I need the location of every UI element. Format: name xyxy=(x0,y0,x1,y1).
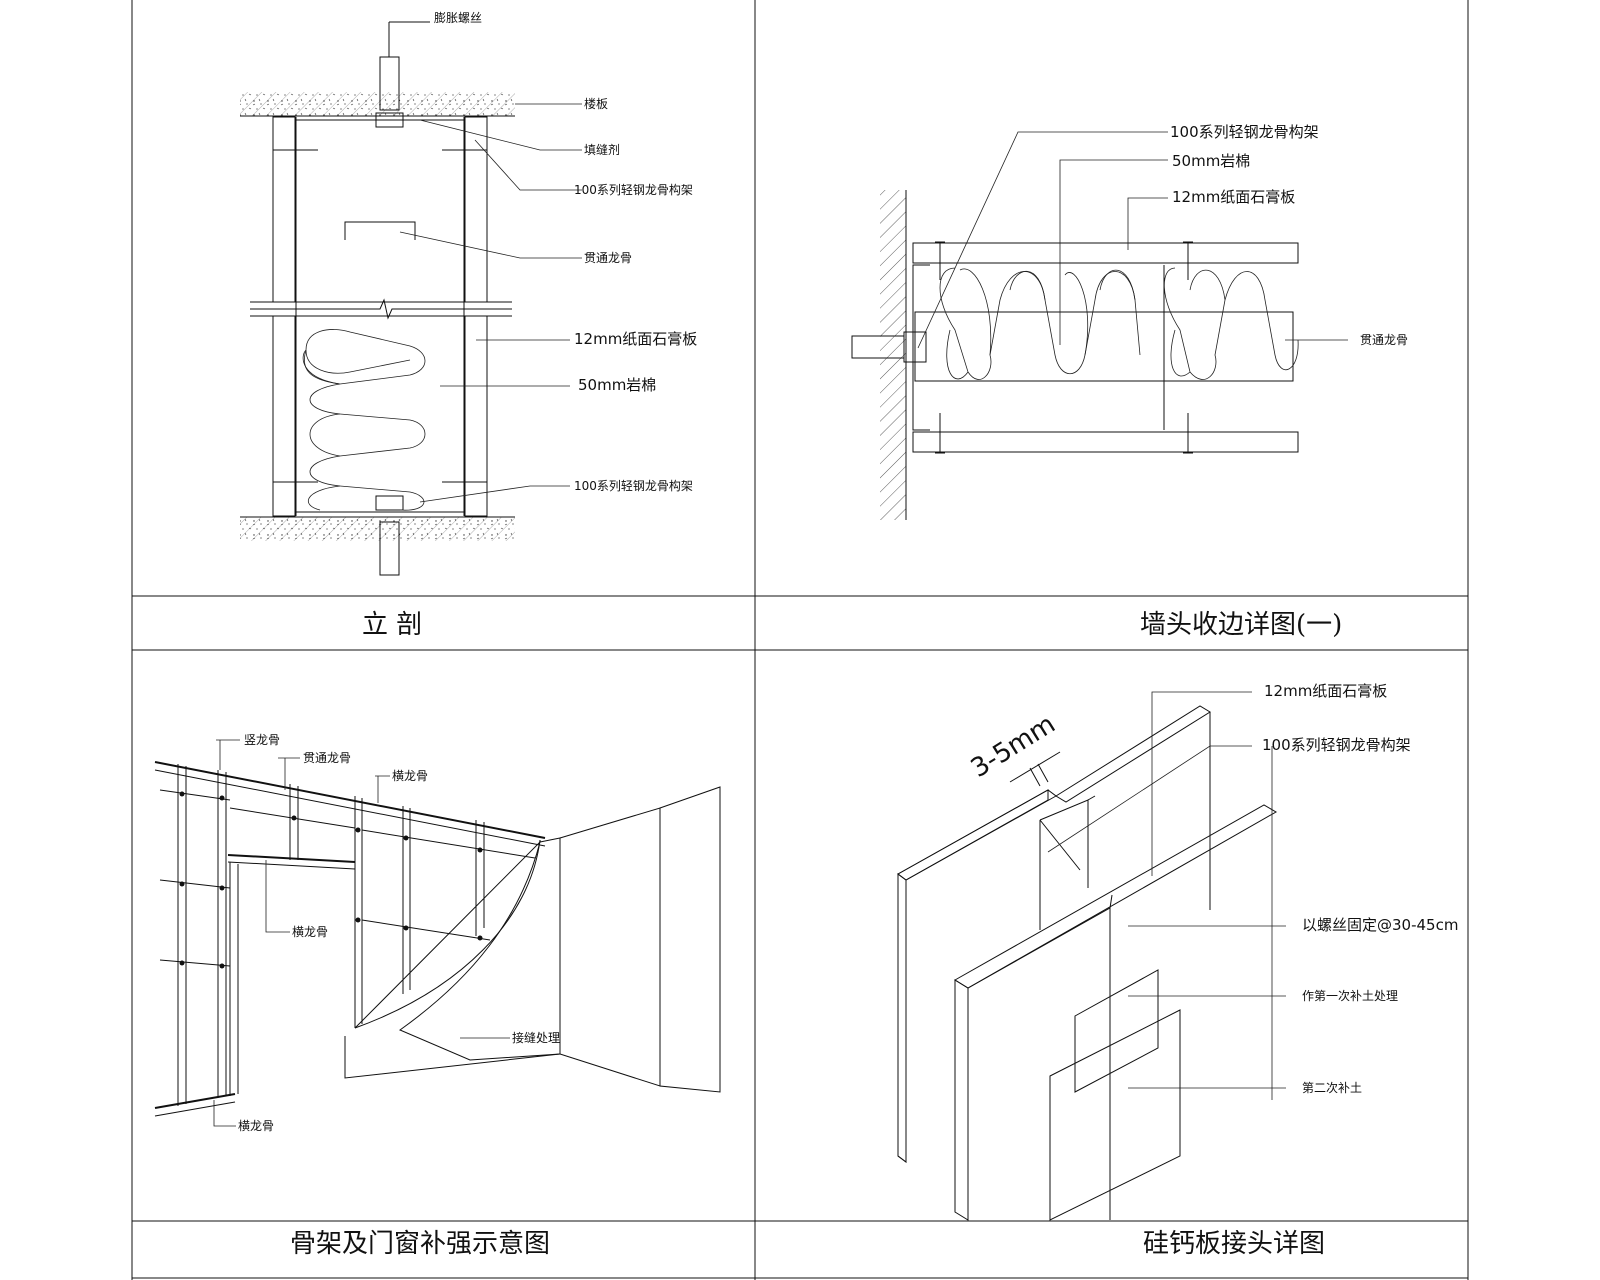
expansion-bolt-bottom xyxy=(379,521,400,576)
second-putty-patch xyxy=(1049,1009,1181,1221)
label-gypsum-2: 12mm纸面石膏板 xyxy=(1172,188,1295,206)
title-wall-end: 墙头收边详图(一) xyxy=(1140,610,1342,640)
joint-drawing: 3-5mm 12mm纸面石膏板 100系列轻钢龙骨构架 以螺丝固定@30-45c… xyxy=(897,682,1458,1221)
label-frame: 100系列轻钢龙骨构架 xyxy=(1170,123,1319,141)
vertical-studs xyxy=(177,764,485,1106)
title-frame-opening: 骨架及门窗补强示意图 xyxy=(290,1229,550,1259)
through-stud-bar xyxy=(914,311,1294,382)
top-track xyxy=(154,761,546,839)
rockwool-loops xyxy=(302,329,426,511)
upper-board-edge xyxy=(1055,705,1211,803)
joint-leaders xyxy=(1047,691,1286,1100)
label-horizontal-stud-mid: 横龙骨 xyxy=(292,925,328,939)
label-first-putty: 作第一次补土处理 xyxy=(1302,989,1398,1003)
section-drawing: 膨胀螺丝 楼板 填缝剂 100系列轻钢龙骨构架 贯通龙骨 12mm纸面石膏板 5… xyxy=(240,11,697,576)
label-horizontal-stud-bottom: 横龙骨 xyxy=(238,1119,274,1133)
label-gypsum: 12mm纸面石膏板 xyxy=(574,330,697,348)
gypsum-board-bottom xyxy=(912,431,1299,453)
board-front xyxy=(354,837,561,1061)
label-screws: 以螺丝固定@30-45cm xyxy=(1302,916,1458,934)
label-through-stud-2: 贯通龙骨 xyxy=(1360,333,1408,347)
label-frame-bottom: 100系列轻钢龙骨构架 xyxy=(574,478,693,493)
label-frame-top: 100系列轻钢龙骨构架 xyxy=(574,182,693,197)
wall-end-drawing: 100系列轻钢龙骨构架 50mm岩棉 12mm纸面石膏板 贯通龙骨 xyxy=(851,123,1408,520)
label-gypsum-3: 12mm纸面石膏板 xyxy=(1264,682,1387,700)
front-board-edge xyxy=(954,804,1277,989)
label-joint-treatment: 接缝处理 xyxy=(512,1030,560,1045)
wall-end-leaders xyxy=(917,131,1348,349)
title-section: 立 剖 xyxy=(362,610,422,640)
left-board-edge xyxy=(897,789,1057,881)
concrete-wall xyxy=(880,190,906,520)
label-vertical-stud: 竖龙骨 xyxy=(244,733,280,747)
title-joint: 硅钙板接头详图 xyxy=(1143,1229,1325,1259)
label-through-stud-3: 贯通龙骨 xyxy=(303,751,351,765)
gypsum-board-top xyxy=(912,242,1299,264)
gypsum-right-lower xyxy=(464,315,488,517)
first-putty-patch xyxy=(1074,969,1159,1093)
label-second-putty: 第二次补土 xyxy=(1302,1081,1362,1095)
board-back xyxy=(559,807,661,1087)
frame-leaders xyxy=(213,739,510,1127)
label-floor-slab: 楼板 xyxy=(584,96,608,111)
label-frame-2: 100系列轻钢龙骨构架 xyxy=(1262,736,1411,754)
label-expansion-bolt: 膨胀螺丝 xyxy=(434,11,482,25)
label-rockwool-2: 50mm岩棉 xyxy=(1172,152,1250,170)
gypsum-left-lower xyxy=(272,315,296,517)
label-through-stud: 贯通龙骨 xyxy=(584,251,632,265)
label-rockwool: 50mm岩棉 xyxy=(578,376,656,394)
through-stud xyxy=(344,221,416,240)
gypsum-right-upper xyxy=(464,116,488,303)
gypsum-left-upper xyxy=(272,116,296,303)
label-filler: 填缝剂 xyxy=(584,142,620,157)
section-leaders xyxy=(399,103,582,503)
rockwool-loops-horizontal xyxy=(939,267,1299,380)
frame-opening-drawing: 竖龙骨 贯通龙骨 横龙骨 横龙骨 接缝处理 横龙骨 xyxy=(154,733,721,1133)
label-horizontal-stud-top: 横龙骨 xyxy=(392,769,428,783)
sheet-grid xyxy=(131,0,1469,1280)
label-gap: 3-5mm xyxy=(966,709,1061,784)
